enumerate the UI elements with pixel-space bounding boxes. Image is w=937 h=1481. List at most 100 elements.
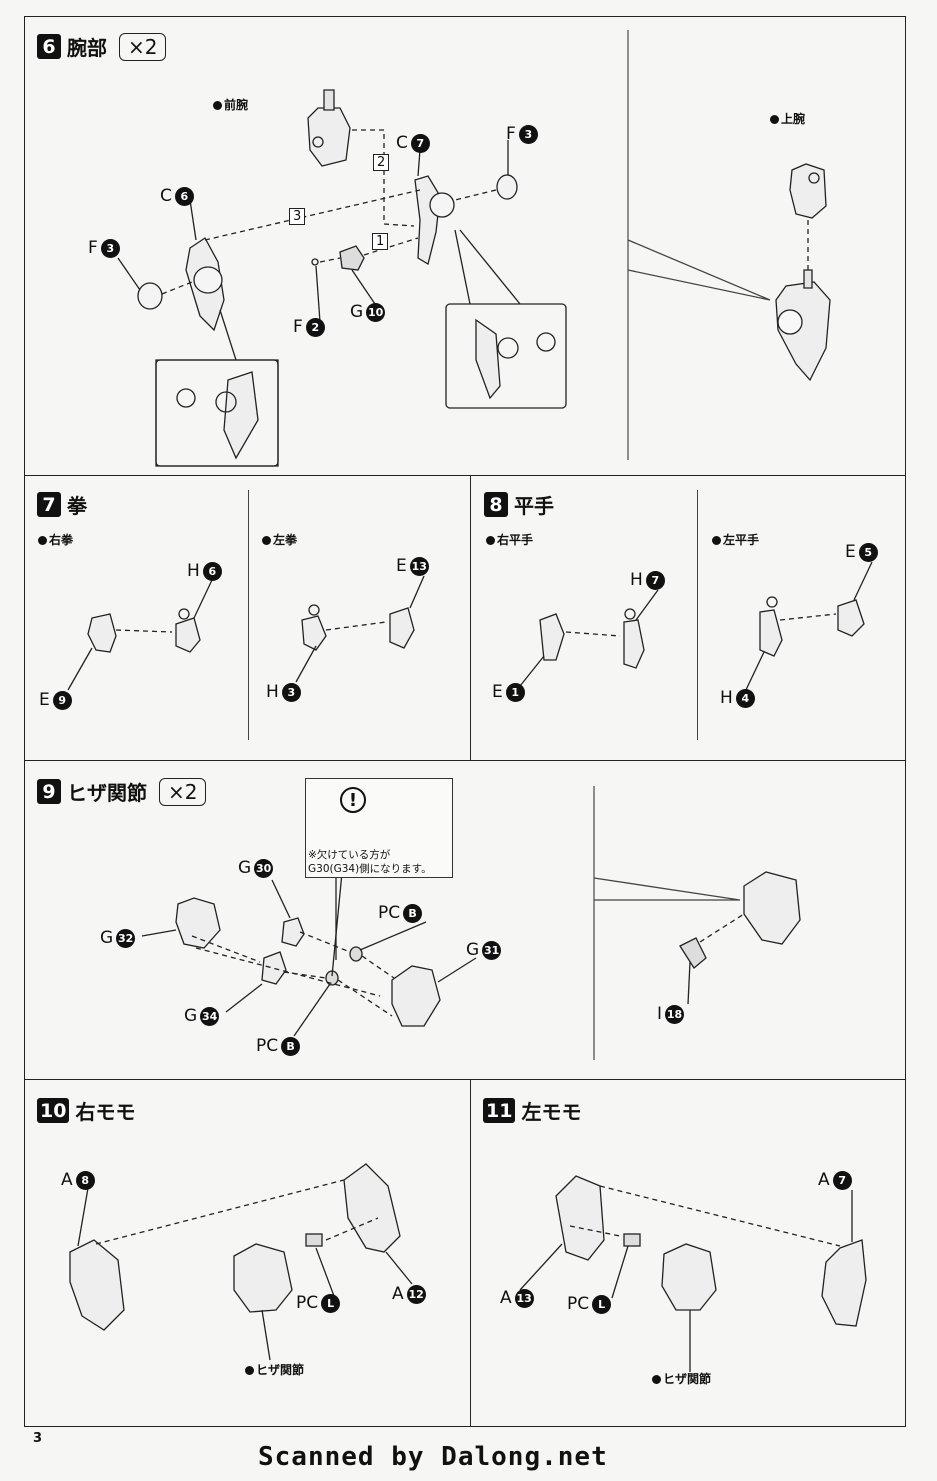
part-number: 7: [645, 570, 665, 590]
part-letter: I: [657, 1004, 663, 1024]
part-number: 10: [366, 302, 386, 322]
part-letter: E: [39, 690, 50, 710]
step-8-header: 8 平手: [484, 490, 554, 519]
step-6-header: 6 腕部 ×2: [37, 32, 167, 61]
part-number: 4: [735, 688, 755, 708]
note-forearm: 前腕: [213, 96, 248, 113]
multiplier-badge: ×2: [119, 32, 167, 61]
part-number: 13: [409, 556, 429, 576]
part-number: 18: [665, 1004, 685, 1024]
part-letter: E: [396, 556, 407, 576]
caution-icon: !: [340, 787, 366, 813]
note-text: 右拳: [49, 533, 74, 547]
step-title: 腕部: [67, 36, 107, 60]
part-number: 6: [202, 561, 222, 581]
step-number: 6: [37, 34, 61, 59]
note-text: 左拳: [273, 533, 298, 547]
step-number: 9: [37, 779, 61, 804]
bullet-icon: [770, 115, 779, 124]
bullet-icon: [245, 1366, 254, 1375]
part-number: 30: [254, 858, 274, 878]
sequence-number: 2: [377, 155, 386, 170]
note-right-fist: 右拳: [38, 531, 73, 548]
part-number: 8: [75, 1170, 95, 1190]
part-letter: F: [506, 124, 516, 144]
caution-box: [305, 778, 453, 878]
step-9-header: 9 ヒザ関節 ×2: [37, 777, 207, 806]
step-8-divider: [697, 490, 698, 740]
part-letter: H: [630, 570, 643, 590]
step-number: 7: [37, 492, 61, 517]
step-number: 11: [483, 1098, 516, 1123]
part-letter: C: [396, 133, 408, 153]
step-number: 10: [37, 1098, 70, 1123]
part-number: 1: [505, 682, 525, 702]
part-number: 2: [305, 317, 325, 337]
part-letter: PC: [567, 1294, 590, 1314]
page-number: 3: [33, 1431, 43, 1446]
sequence-marker: 1: [372, 233, 389, 250]
bullet-icon: [652, 1375, 661, 1384]
step-title: 左モモ: [521, 1100, 582, 1124]
note-text: 上腕: [781, 112, 806, 126]
bullet-icon: [38, 536, 47, 545]
sequence-number: 3: [293, 209, 302, 224]
part-number: 13: [514, 1288, 534, 1308]
step-title: ヒザ関節: [67, 781, 147, 805]
note-text: 左平手: [723, 533, 760, 547]
note-right-flat: 右平手: [486, 531, 533, 548]
step-10-header: 10 右モモ: [37, 1096, 135, 1125]
part-letter: F: [293, 317, 303, 337]
part-number: 3: [281, 682, 301, 702]
step-title: 右モモ: [75, 1100, 136, 1124]
part-letter: E: [492, 682, 503, 702]
note-text: 前腕: [224, 98, 249, 112]
part-number: 3: [100, 238, 120, 258]
part-letter: A: [818, 1170, 830, 1190]
caution-line: ※欠けている方が: [308, 849, 391, 861]
step-title: 平手: [514, 494, 554, 518]
step-number: 8: [484, 492, 508, 517]
note-knee-left: ヒザ関節: [652, 1370, 711, 1387]
bullet-icon: [213, 101, 222, 110]
note-text: 右平手: [497, 533, 534, 547]
part-number: 31: [482, 940, 502, 960]
part-letter: PC: [296, 1293, 319, 1313]
part-letter: H: [720, 688, 733, 708]
note-text: ヒザ関節: [256, 1363, 305, 1377]
part-letter: PC: [256, 1036, 279, 1056]
scan-credit: Scanned by Dalong.net: [258, 1442, 608, 1472]
multiplier-badge: ×2: [159, 777, 207, 806]
part-letter: F: [88, 238, 98, 258]
part-number: L: [321, 1293, 341, 1313]
part-number: 34: [200, 1006, 220, 1026]
part-letter: G: [184, 1006, 198, 1026]
note-left-flat: 左平手: [712, 531, 759, 548]
part-number: 6: [174, 186, 194, 206]
part-letter: G: [100, 928, 114, 948]
step-11-header: 11 左モモ: [483, 1096, 581, 1125]
part-number: 3: [518, 124, 538, 144]
part-letter: A: [61, 1170, 73, 1190]
